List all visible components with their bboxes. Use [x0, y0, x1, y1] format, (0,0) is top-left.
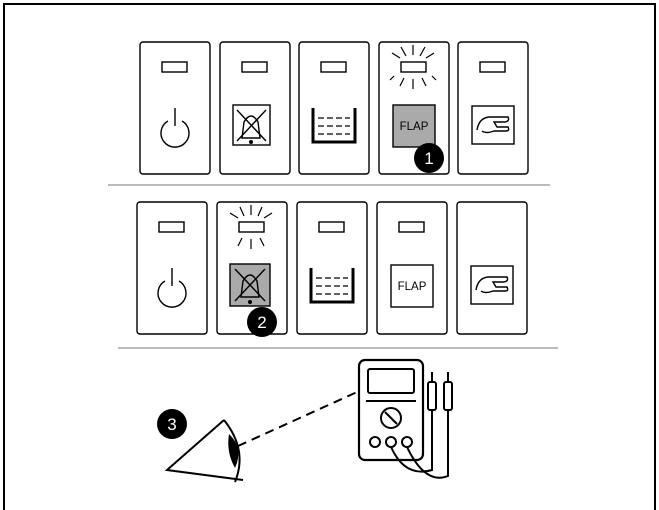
top-panel: FLAP 1 [139, 41, 529, 175]
multimeter-icon [357, 358, 453, 479]
blink-rays-icon [229, 205, 273, 249]
power-icon [157, 268, 187, 308]
led-indicator [241, 61, 268, 73]
bottom-flap-button: FLAP [376, 201, 448, 335]
led-indicator [158, 221, 185, 233]
led-indicator [161, 61, 188, 73]
bottom-alarm-button [216, 201, 288, 335]
step-badge-1: 1 [414, 143, 444, 173]
flap-icon [390, 264, 434, 308]
top-flap-button: FLAP [378, 41, 450, 175]
led-indicator [398, 221, 425, 233]
bottom-power-button [136, 201, 208, 335]
led-indicator [479, 61, 506, 73]
bottom-hand-button [456, 201, 528, 335]
power-icon [160, 108, 190, 148]
svg-text:3: 3 [167, 415, 176, 434]
svg-text:2: 2 [257, 313, 266, 332]
inspection-scene: 3 [157, 358, 453, 483]
led-indicator [318, 221, 345, 233]
step-badge-3: 3 [157, 409, 187, 439]
tank-icon [311, 108, 357, 144]
blink-rays-icon [389, 45, 437, 89]
step-badge-2: 2 [247, 307, 277, 337]
svg-text:1: 1 [424, 149, 433, 168]
hand-icon [470, 265, 514, 305]
bottom-tank-button [296, 201, 368, 335]
sight-line [237, 382, 378, 447]
bottom-panel: FLAP 2 [136, 201, 528, 337]
tank-icon [309, 268, 355, 304]
hand-icon [471, 105, 515, 145]
flap-label: FLAP [398, 281, 427, 293]
led-indicator [320, 61, 347, 73]
outer-frame [3, 3, 656, 510]
top-power-button [139, 41, 211, 175]
eye-icon [164, 419, 244, 483]
led-indicator [400, 61, 427, 73]
top-tank-button [298, 41, 370, 175]
top-alarm-button [219, 41, 291, 175]
multimeter-display [367, 368, 415, 394]
led-indicator [238, 221, 265, 233]
flap-label: FLAP [400, 121, 429, 133]
top-hand-button [457, 41, 529, 175]
alarm-off-icon [229, 263, 271, 307]
flap-icon [392, 104, 436, 148]
alarm-off-icon [232, 104, 271, 146]
